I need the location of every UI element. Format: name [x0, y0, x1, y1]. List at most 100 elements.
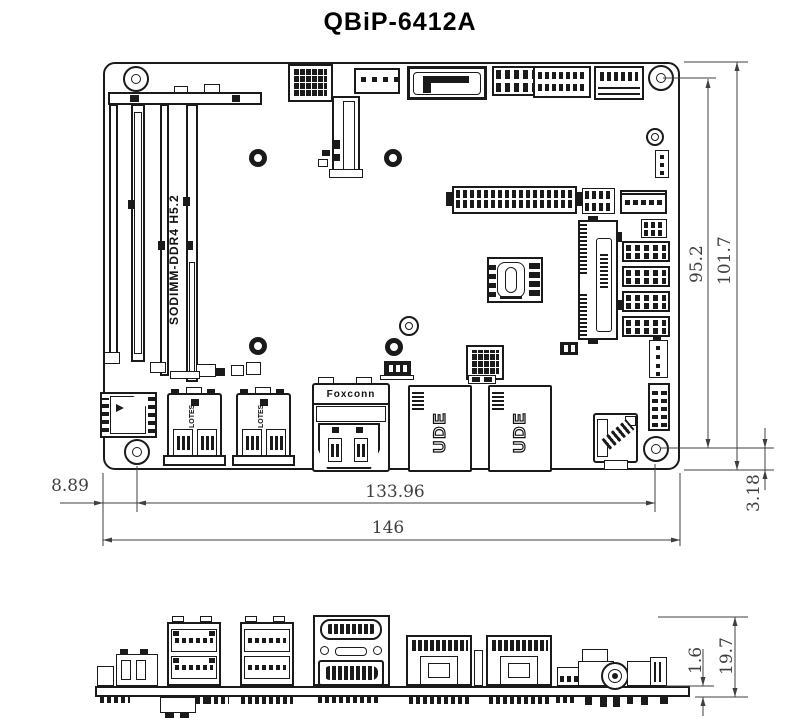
m2-side-part [322, 150, 330, 156]
side-sd-foot [180, 713, 189, 718]
usb-prong [206, 436, 209, 450]
pin-row [626, 245, 666, 251]
usb-tab [186, 387, 202, 394]
connector-peg [577, 192, 583, 206]
side-hdmi-contacts [324, 666, 378, 680]
side-usb-contacts [175, 638, 213, 643]
dim-hole-to-hole-width: 133.96 [365, 482, 425, 502]
side-right-box [627, 661, 651, 686]
pin-row [538, 72, 586, 79]
sim-contact [489, 292, 496, 297]
connector-peg [616, 232, 622, 242]
usb-prong [256, 436, 259, 450]
hdmi-key [332, 427, 339, 433]
sodimm-top-bar [108, 92, 262, 105]
usb-prong [246, 436, 249, 450]
dim-left-edge-to-hole: 8.89 [51, 476, 89, 496]
pin [472, 377, 480, 382]
small-connector-between-lans [468, 375, 496, 384]
small-component [231, 365, 244, 376]
connector-line [654, 662, 656, 682]
sim-contact [489, 274, 496, 279]
side-lan-opening-inner [428, 663, 450, 678]
m2-flange [329, 169, 363, 178]
pin-column [661, 387, 667, 427]
side-usb-bump [172, 616, 184, 622]
sata-key [423, 76, 431, 93]
dim-board-width: 146 [371, 518, 405, 538]
drawing-title: QBiP-6412A [323, 8, 477, 36]
side-usb-contacts [175, 665, 213, 670]
hdmi-tab [356, 377, 372, 384]
connector-slot [403, 365, 407, 372]
usb-key [191, 399, 199, 406]
sim-contact [529, 272, 540, 278]
hdmi-prong [357, 444, 360, 457]
solder-pin [627, 697, 633, 704]
side-usb-key [209, 658, 215, 663]
pin-row [496, 70, 534, 79]
sim-mark [500, 296, 522, 299]
sodimm-latch [174, 86, 188, 93]
solder-pins [409, 697, 471, 704]
mounting-hole-top-left-inner [131, 74, 141, 84]
side-sd-foot [165, 713, 174, 718]
connector-line [659, 662, 661, 682]
lan-led-window [412, 390, 424, 410]
dim-overall-height: 19.7 [717, 637, 737, 675]
solder-pin [585, 697, 592, 705]
pin [641, 200, 646, 205]
connector-peg [588, 216, 598, 221]
connector-peg [616, 300, 622, 310]
solder-pin [641, 697, 648, 705]
side-nub [120, 649, 128, 654]
microsd-arrow-icon [116, 404, 124, 412]
pin [656, 372, 660, 376]
usb-peg [276, 389, 284, 394]
usb-prong [187, 436, 190, 450]
pin-row [626, 278, 666, 284]
sodimm-end-key [215, 368, 225, 376]
pin [656, 346, 660, 350]
pin-row [496, 83, 534, 92]
pin [372, 77, 377, 82]
connector-line [598, 93, 640, 95]
pin-row [585, 203, 612, 211]
pin-row [626, 270, 666, 276]
connector-peg [588, 339, 598, 344]
pin-row [585, 191, 612, 199]
dim-board-height: 101.7 [715, 236, 735, 286]
sim-contact [489, 265, 496, 270]
pin-column [652, 387, 658, 427]
microsd-contacts [102, 398, 109, 432]
side-hdmi-contacts [326, 624, 376, 634]
pin [649, 200, 654, 205]
hdmi-key [356, 427, 363, 433]
pin [383, 77, 388, 82]
connector-line [598, 87, 640, 89]
solder-pins [556, 697, 576, 703]
usb-prong [270, 436, 273, 450]
sodimm-rail-2-inner [134, 112, 142, 354]
pin [660, 163, 664, 167]
m2-key [334, 154, 340, 161]
usb-peg [207, 389, 215, 394]
pin-row [600, 72, 638, 81]
mounting-hole-bottom-left [124, 439, 150, 465]
connector-base [380, 375, 414, 380]
sim-contact [529, 281, 540, 287]
side-usb-key [209, 631, 215, 636]
sim-slot-pill [505, 267, 517, 293]
pin [657, 200, 662, 205]
sodimm-nub [128, 200, 135, 209]
minipcie-pins [580, 292, 587, 336]
solder-pins [207, 697, 229, 704]
minipcie-hatch [600, 252, 608, 288]
dim-hole-to-hole-height: 95.2 [687, 245, 707, 283]
m2-side-part [318, 159, 328, 167]
pin-row [626, 320, 666, 326]
pin-row [626, 295, 666, 301]
connector-peg [653, 336, 661, 341]
